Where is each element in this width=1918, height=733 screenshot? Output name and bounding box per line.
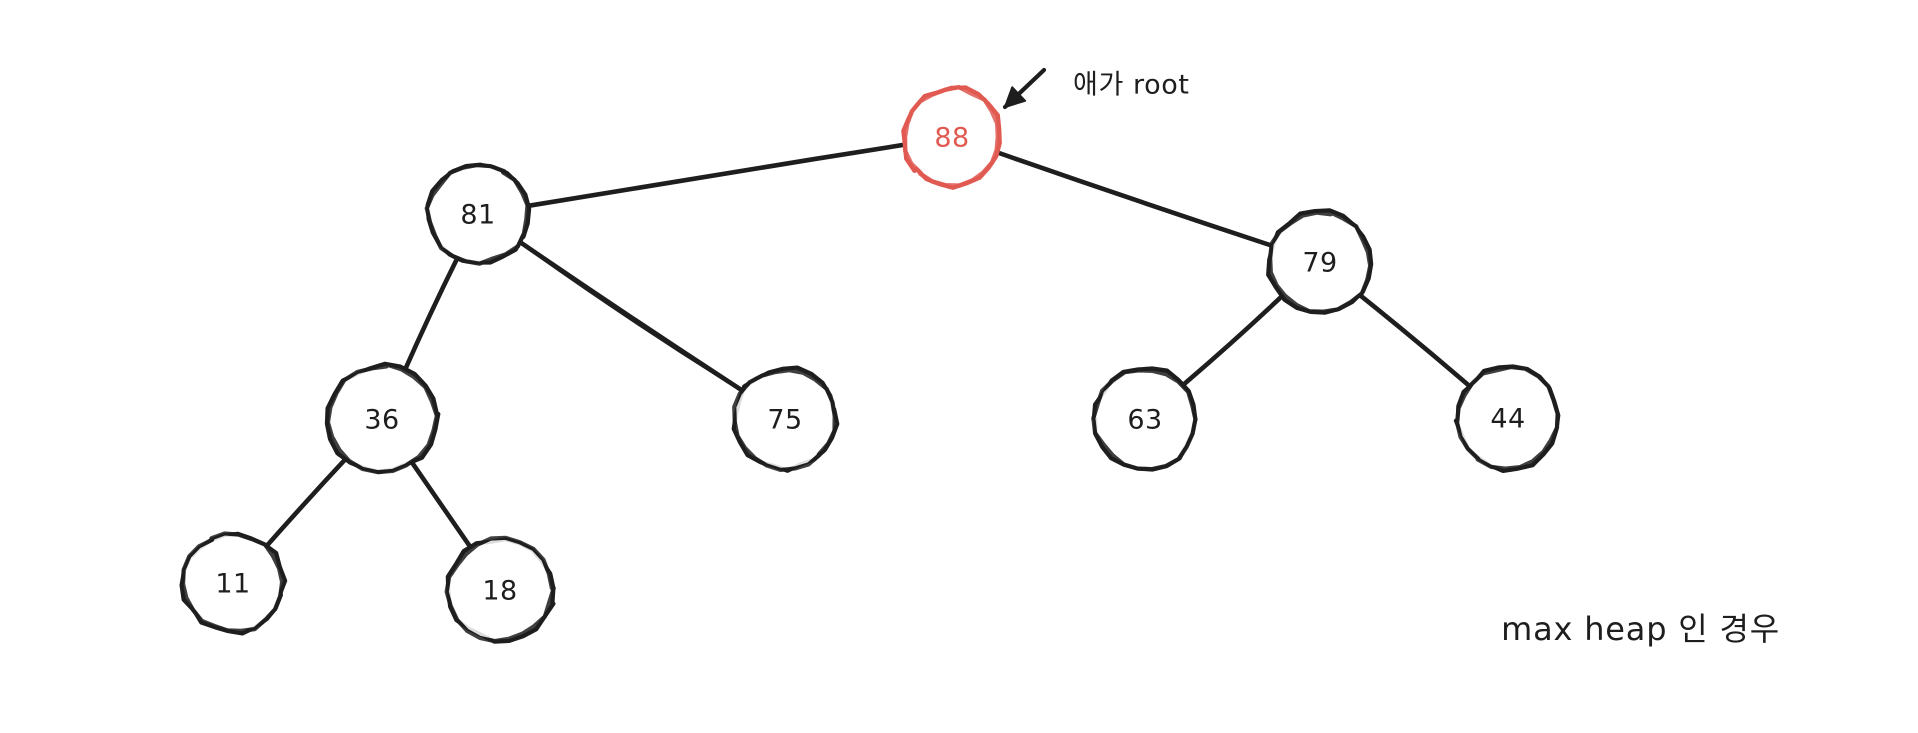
node-value-label: 79	[1302, 248, 1337, 279]
node-value-label: 36	[364, 405, 399, 436]
nodes-layer: 88 81 79 36 75 63 44 11 18	[179, 84, 1561, 644]
tree-node-18[interactable]: 18	[444, 535, 556, 644]
diagram-caption: max heap 인 경우	[1501, 610, 1780, 648]
tree-edge	[401, 255, 460, 375]
node-outline-pass2	[325, 362, 439, 475]
root-pointer-annotation: 애가 root	[1002, 67, 1190, 110]
tree-node-79[interactable]: 79	[1266, 208, 1374, 315]
node-value-label: 63	[1127, 405, 1162, 436]
node-value-label: 88	[934, 123, 969, 154]
node-outline-pass2	[902, 84, 1000, 188]
tree-node-36[interactable]: 36	[324, 361, 441, 475]
root-pointer-label: 애가 root	[1073, 70, 1190, 101]
node-outline-pass2	[1091, 368, 1198, 472]
node-value-label: 44	[1490, 404, 1525, 435]
tree-edge	[409, 459, 474, 552]
tree-node-75[interactable]: 75	[731, 365, 840, 473]
tree-edge	[262, 455, 350, 550]
tree-edge	[994, 149, 1276, 249]
tree-node-63[interactable]: 63	[1091, 366, 1198, 472]
tree-edge	[1179, 292, 1286, 389]
tree-edge	[515, 238, 747, 395]
node-outline-pass2	[424, 163, 530, 266]
root-pointer-arrow-head	[1004, 86, 1027, 108]
node-value-label: 81	[460, 200, 495, 231]
node-outline-pass2	[1454, 364, 1560, 471]
node-value-label: 75	[767, 405, 802, 436]
tree-edge	[1355, 290, 1473, 390]
node-outline-pass2	[181, 531, 285, 633]
node-outline-pass2	[732, 368, 837, 473]
tree-node-44[interactable]: 44	[1453, 364, 1561, 474]
tree-node-81[interactable]: 81	[424, 162, 532, 266]
tree-node-11[interactable]: 11	[179, 531, 288, 636]
tree-edge	[523, 142, 908, 209]
edges-layer	[262, 142, 1473, 552]
tree-node-88[interactable]: 88	[901, 84, 1002, 190]
node-outline-pass2	[444, 535, 556, 644]
node-value-label: 11	[215, 569, 250, 600]
node-outline-pass2	[1268, 210, 1373, 314]
node-value-label: 18	[482, 576, 517, 607]
